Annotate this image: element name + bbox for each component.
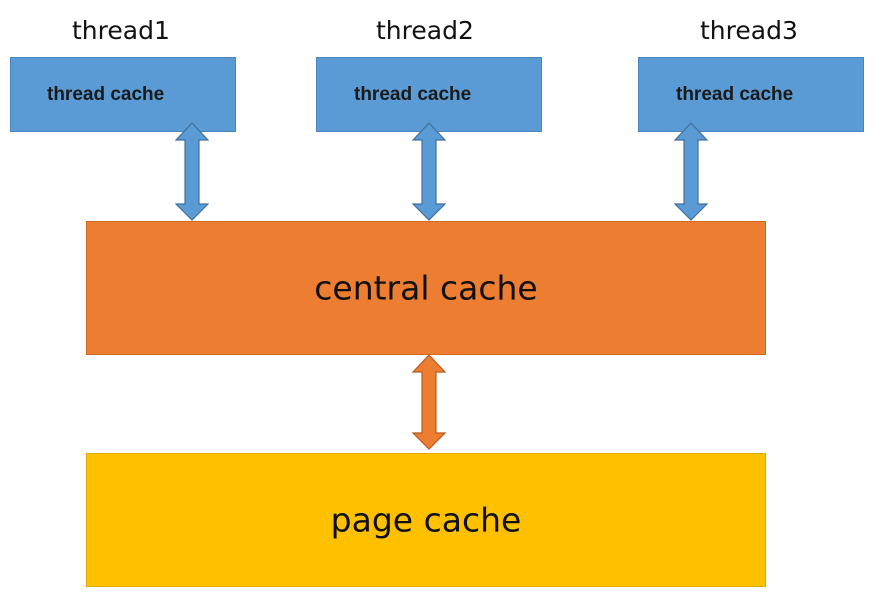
thread2-central-double-arrow	[411, 122, 447, 221]
thread1-label: thread1	[72, 16, 170, 45]
thread2-label: thread2	[376, 16, 474, 45]
central-cache-label: central cache	[314, 268, 538, 308]
thread3-cache-box: thread cache	[638, 57, 864, 132]
central-cache-box: central cache	[86, 221, 766, 355]
page-cache-label: page cache	[330, 500, 522, 540]
thread2-cache-label: thread cache	[354, 84, 472, 105]
thread1-cache-box: thread cache	[10, 57, 236, 132]
thread2-cache-box: thread cache	[316, 57, 542, 132]
thread1-central-double-arrow	[174, 122, 210, 221]
page-cache-box: page cache	[86, 453, 766, 587]
thread3-label: thread3	[700, 16, 798, 45]
thread3-cache-label: thread cache	[676, 84, 794, 105]
thread3-central-double-arrow	[673, 122, 709, 221]
thread1-cache-label: thread cache	[47, 84, 165, 105]
central-page-double-arrow	[411, 354, 447, 450]
